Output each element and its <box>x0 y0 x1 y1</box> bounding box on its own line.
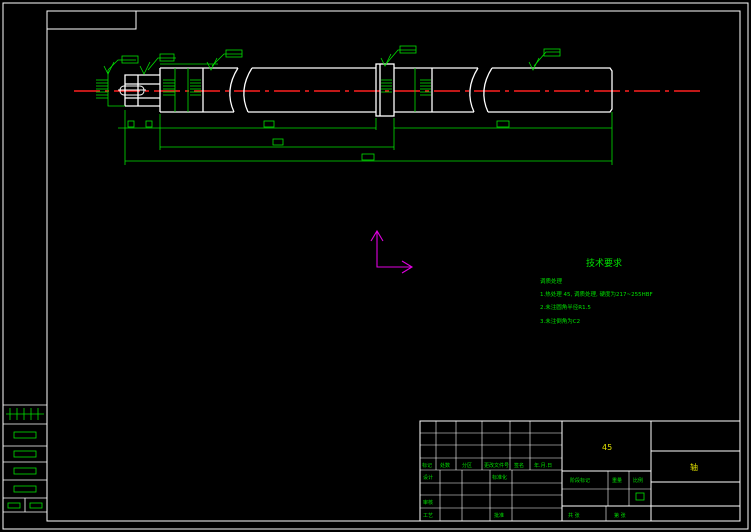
title-block-label: 签名 <box>514 462 524 469</box>
tech-requirements-title: 技术要求 <box>586 257 622 269</box>
title-block-label: 标准化 <box>492 474 507 481</box>
title-block-label: 阶段标记 <box>570 477 590 484</box>
keyway-detail <box>118 85 146 96</box>
title-block-label: 处数 <box>440 462 450 469</box>
title-block-label: 重量 <box>612 477 622 484</box>
title-block-label: 批准 <box>494 512 504 519</box>
title-block: 45 轴 标记 处数 分区 更改文件号 签名 年.月.日 设计 标准化 阶段标记… <box>419 420 741 522</box>
title-block-label: 审核 <box>423 499 433 506</box>
left-strip-marks <box>6 408 44 509</box>
shaft-outline <box>124 63 613 117</box>
tech-requirement-line: 2.未注圆角半径R1.5 <box>540 303 591 311</box>
tech-requirement-line: 调质处理 <box>540 277 563 285</box>
tech-requirement-line: 3.未注倒角为C2 <box>540 317 580 325</box>
title-block-label: 年.月.日 <box>534 462 552 469</box>
title-block-label: 共 张 <box>568 512 580 519</box>
part-name-label: 轴 <box>690 462 698 472</box>
title-block-label: 标记 <box>422 462 432 469</box>
tech-requirements: 技术要求 调质处理 1.热处理 45, 调质处理, 硬度为217~255HBF … <box>540 257 653 325</box>
title-block-label: 更改文件号 <box>484 462 509 469</box>
title-block-label: 设计 <box>423 474 433 481</box>
tech-requirement-line: 1.热处理 45, 调质处理, 硬度为217~255HBF <box>540 290 653 298</box>
material-label: 45 <box>602 443 612 452</box>
title-block-small-box <box>635 492 645 501</box>
thread-hatching <box>96 79 431 99</box>
title-block-label: 工艺 <box>423 513 433 519</box>
dimension-geometry <box>107 49 613 165</box>
title-block-label: 分区 <box>462 462 472 469</box>
dimension-value-boxes <box>121 45 561 161</box>
left-binding-strip <box>3 404 47 513</box>
title-block-label: 第 张 <box>614 512 626 519</box>
surface-roughness-icon <box>103 53 540 75</box>
ucs-icon <box>370 229 414 274</box>
title-block-label: 比例 <box>633 477 643 484</box>
